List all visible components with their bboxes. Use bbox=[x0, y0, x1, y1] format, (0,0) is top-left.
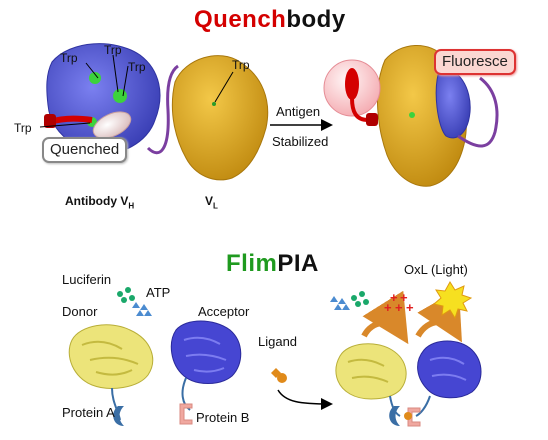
atp-label: ATP bbox=[146, 285, 171, 300]
vl-caption: VL bbox=[205, 194, 218, 210]
donor-protein bbox=[68, 324, 153, 389]
trp-label-1: Trp bbox=[60, 51, 78, 65]
ligand-arrow bbox=[277, 389, 333, 410]
reaction-arrow-2 bbox=[415, 288, 462, 343]
dye-tag-left bbox=[44, 114, 56, 128]
trp-label-3: Trp bbox=[128, 60, 146, 74]
quenched-label: Quenched bbox=[42, 137, 128, 163]
linker-right bbox=[457, 76, 499, 148]
vh-domain-right bbox=[435, 67, 471, 139]
protein-a-label: Protein A bbox=[62, 405, 115, 420]
dye-linker-left bbox=[49, 115, 93, 125]
vl-caption-sub: L bbox=[213, 201, 218, 211]
plus-signs: ++ +++ bbox=[384, 290, 414, 315]
quenchbody-title: Quenchbody bbox=[194, 6, 346, 34]
atp-triangles bbox=[132, 302, 152, 316]
protein-b-shape bbox=[179, 403, 193, 425]
products-dots bbox=[351, 291, 369, 307]
svg-text:+: + bbox=[384, 300, 392, 315]
protein-a-shape bbox=[113, 406, 124, 426]
fluoresce-label: Fluoresce bbox=[434, 49, 516, 75]
flimpia-title: FlimPIA bbox=[226, 250, 319, 278]
luciferin-label: Luciferin bbox=[62, 272, 112, 287]
trp-label-2: Trp bbox=[104, 43, 122, 57]
svg-text:+: + bbox=[390, 290, 398, 305]
products-triangles bbox=[330, 296, 350, 310]
flimpia-title-part2: PIA bbox=[277, 250, 319, 277]
linker-left bbox=[146, 64, 179, 155]
protein-b-label: Protein B bbox=[196, 410, 250, 425]
ligand-label: Ligand bbox=[258, 334, 298, 349]
light-burst-icon bbox=[432, 281, 473, 320]
luciferin-dots bbox=[117, 287, 135, 303]
svg-text:+: + bbox=[400, 290, 408, 305]
flimpia-title-part1: Flim bbox=[226, 250, 278, 277]
stabilized-label: Stabilized bbox=[272, 134, 329, 149]
svg-text:+: + bbox=[395, 300, 403, 315]
quenchbody-title-part1: Quench bbox=[194, 6, 287, 33]
vl-domain bbox=[171, 55, 269, 181]
trp-label-5: Trp bbox=[232, 58, 250, 72]
ligand-shape bbox=[271, 368, 287, 383]
antigen-label: Antigen bbox=[276, 104, 321, 119]
fluorophore-ellipse-left bbox=[92, 111, 132, 139]
vh-caption-sub: H bbox=[128, 201, 135, 211]
complex-acceptor bbox=[417, 340, 482, 399]
oxl-label: OxL (Light) bbox=[404, 262, 468, 277]
svg-text:+: + bbox=[406, 300, 414, 315]
vh-caption: Antibody VH bbox=[65, 194, 134, 210]
trp-pointers bbox=[39, 54, 234, 128]
acceptor-label: Acceptor bbox=[198, 304, 250, 319]
acceptor-protein bbox=[170, 320, 242, 384]
vl-caption-main: V bbox=[205, 194, 214, 208]
quenchbody-title-part2: body bbox=[286, 6, 346, 33]
complex-donor bbox=[335, 343, 407, 400]
reaction-arrow-1 bbox=[361, 290, 409, 345]
vh-caption-main: Antibody V bbox=[65, 194, 129, 208]
fluorophore-right bbox=[345, 68, 359, 100]
trp-label-4: Trp bbox=[14, 121, 32, 135]
donor-label: Donor bbox=[62, 304, 98, 319]
